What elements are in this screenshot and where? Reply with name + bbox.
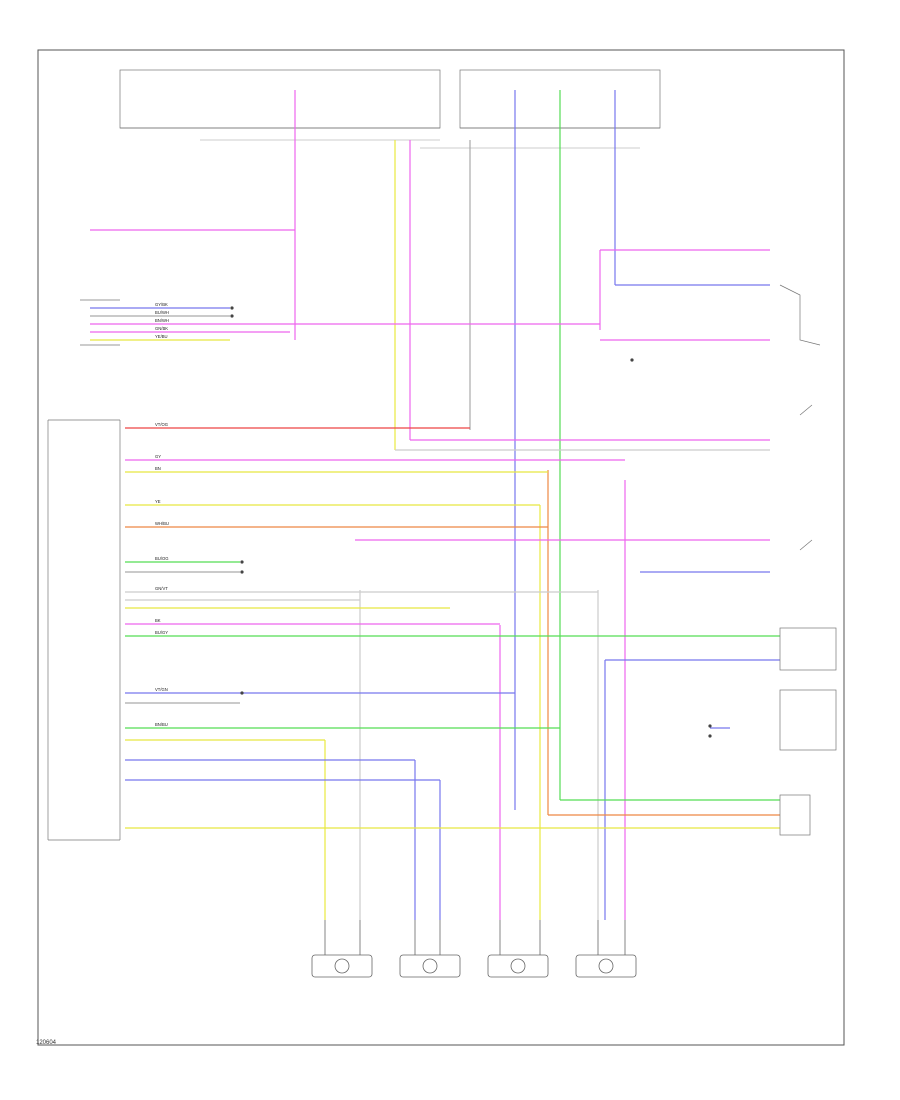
abs-module-block: [47, 299, 121, 841]
pin-label: VT/GN: [155, 687, 168, 692]
pin-label: BN/BU: [155, 722, 168, 727]
pin-label: GN/VT: [155, 586, 168, 591]
pin-label: BU/OG: [155, 556, 169, 561]
pin-label: BU/GY: [155, 630, 168, 635]
pin-label: YE/BU: [155, 334, 168, 339]
horizontal-wires: [90, 229, 780, 829]
sensor-2: [399, 920, 461, 978]
top-junction-blocks: [119, 69, 661, 129]
pin-label: GY: [155, 454, 161, 459]
right-components: [779, 284, 837, 836]
top-bus: [200, 139, 640, 149]
wheel-speed-sensors: [311, 920, 637, 978]
sensor-4: [575, 920, 637, 978]
pin-label: YE: [155, 499, 161, 504]
sensor-1: [311, 920, 373, 978]
pin-label: GN/BK: [155, 326, 168, 331]
connector-markers: [230, 306, 712, 738]
vertical-wires: [294, 90, 626, 920]
pin-label: BN: [155, 466, 161, 471]
pin-label: WH/BU: [155, 521, 169, 526]
pin-label: BK: [155, 618, 161, 623]
diagram-border: [37, 49, 845, 1046]
sensor-3: [487, 920, 549, 978]
pin-label: BN/WH: [155, 318, 169, 323]
pin-label: VT/OG: [155, 422, 168, 427]
diagram-footer-code: 120604: [36, 1040, 57, 1046]
pin-label: GY/BK: [155, 302, 168, 307]
pin-labels: GY/BK BU/WH BN/WH GN/BK YE/BU VT/OG GY BN YE WH/B…: [155, 302, 169, 727]
pin-label: BU/WH: [155, 310, 169, 315]
